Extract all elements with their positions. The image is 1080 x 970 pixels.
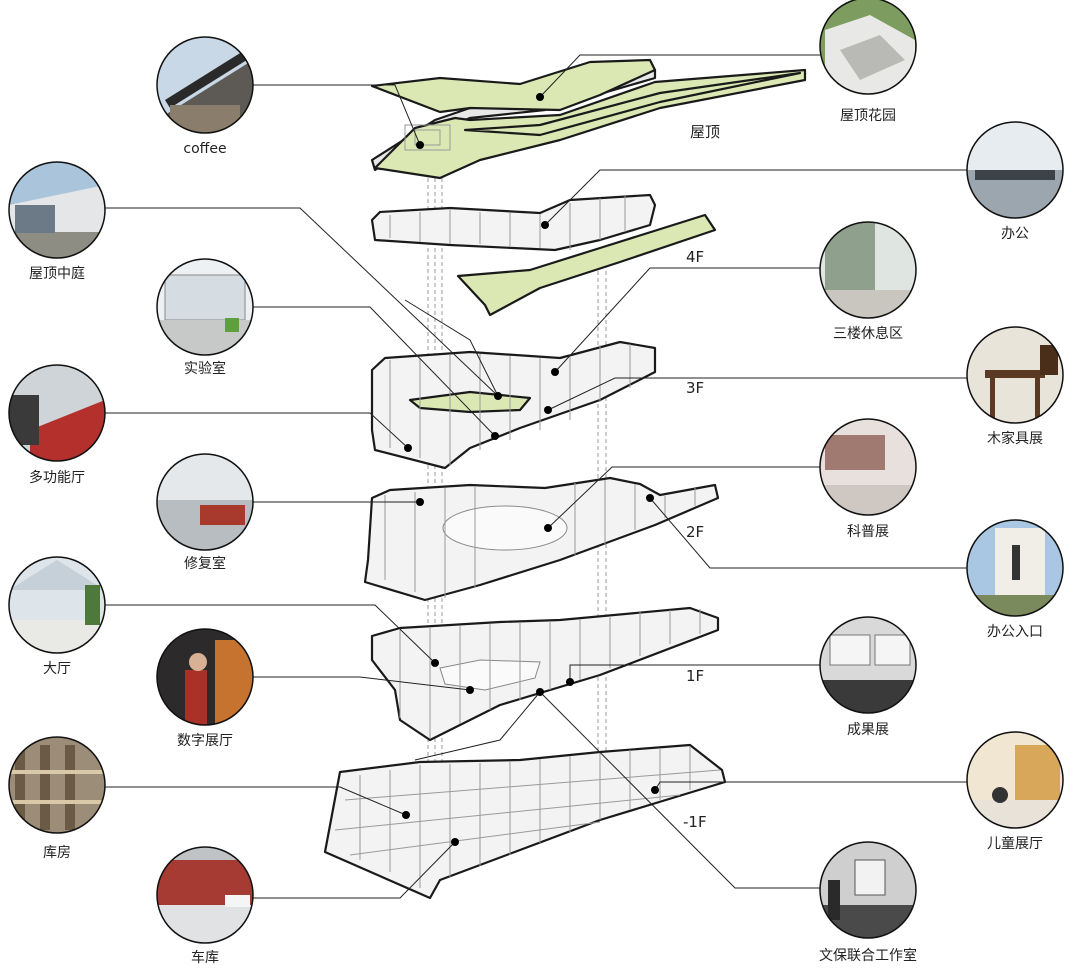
label-results: 成果展 — [847, 722, 889, 738]
photo-garage — [156, 846, 254, 944]
floor-b1 — [323, 743, 727, 900]
photo-lab — [156, 258, 254, 356]
label-digital-hall: 数字展厅 — [177, 733, 233, 749]
label-office-entrance: 办公入口 — [987, 624, 1043, 640]
floor-1f — [370, 606, 720, 742]
label-lounge: 三楼休息区 — [833, 325, 903, 342]
photo-lounge — [819, 221, 917, 319]
photo-roof-courtyard — [8, 161, 106, 259]
floor-3f — [370, 340, 657, 470]
photo-office — [966, 121, 1064, 219]
label-coffee: coffee — [183, 141, 226, 157]
label-lobby: 大厅 — [43, 661, 71, 677]
label-science: 科普展 — [847, 524, 889, 540]
floor-4f — [370, 193, 717, 317]
photo-lobby — [8, 556, 106, 654]
floor-label-roof: 屋顶 — [690, 123, 720, 141]
label-roof-courtyard: 屋顶中庭 — [29, 265, 85, 282]
photo-kids-hall — [966, 731, 1064, 829]
photo-heritage-studio — [819, 841, 917, 939]
floor-label-1f: 1F — [686, 667, 704, 685]
photo-office-entrance — [966, 519, 1064, 617]
leader-lines — [105, 54, 967, 899]
photo-multi-hall — [8, 364, 106, 462]
label-lab: 实验室 — [184, 360, 226, 377]
photo-science — [819, 418, 917, 516]
photo-furniture — [966, 326, 1064, 424]
label-storage: 库房 — [43, 845, 71, 861]
floor-label-3f: 3F — [686, 379, 704, 397]
label-restoration: 修复室 — [184, 555, 226, 572]
floor-roof — [370, 58, 807, 180]
photo-restoration — [156, 453, 254, 551]
label-kids-hall: 儿童展厅 — [987, 835, 1043, 852]
label-furniture: 木家具展 — [987, 430, 1043, 447]
floor-2f — [363, 476, 720, 602]
floor-label-b1: -1F — [683, 813, 707, 831]
photo-coffee — [156, 36, 254, 134]
label-garage: 车库 — [191, 949, 219, 966]
label-multi-hall: 多功能厅 — [29, 469, 85, 486]
photo-storage — [8, 736, 106, 834]
photo-digital-hall — [156, 628, 254, 726]
floor-label-4f: 4F — [686, 248, 704, 266]
photo-roof-garden — [819, 0, 917, 95]
floor-label-2f: 2F — [686, 523, 704, 541]
label-heritage-studio: 文保联合工作室 — [819, 947, 917, 964]
label-roof-garden: 屋顶花园 — [840, 108, 896, 124]
label-office: 办公 — [1001, 226, 1029, 242]
photo-results — [819, 616, 917, 714]
leader-dots — [402, 93, 659, 846]
